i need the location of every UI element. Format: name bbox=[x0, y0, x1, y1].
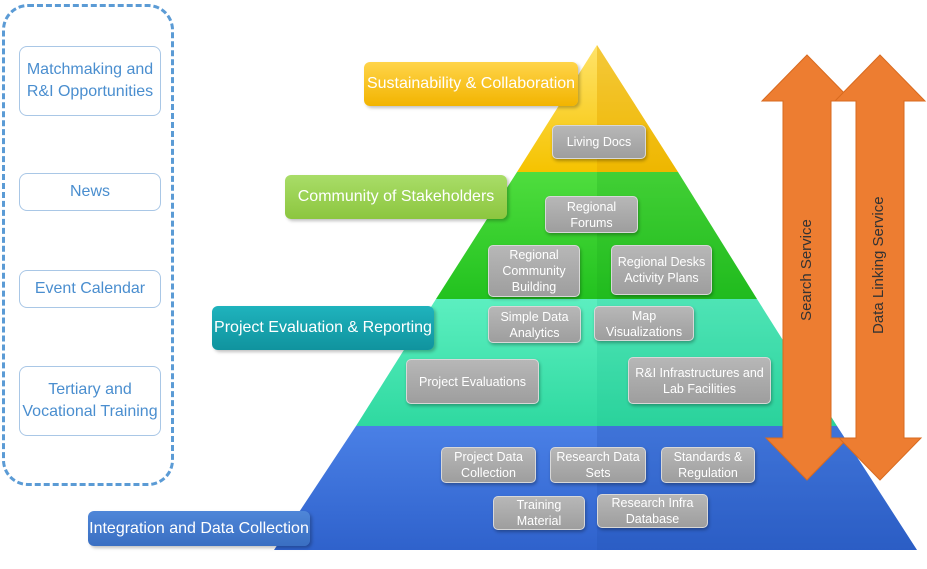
living-docs-box[interactable]: Living Docs bbox=[552, 125, 646, 159]
news-item[interactable]: News bbox=[19, 173, 161, 211]
community-label: Community of Stakeholders bbox=[285, 175, 507, 219]
training-item[interactable]: Tertiary and Vocational Training bbox=[19, 366, 161, 436]
tier-integration bbox=[274, 426, 917, 550]
matchmaking-item[interactable]: Matchmaking and R&I Opportunities bbox=[19, 46, 161, 116]
project-evaluations-box[interactable]: Project Evaluations bbox=[406, 359, 539, 404]
regional-desks-box[interactable]: Regional Desks Activity Plans bbox=[611, 245, 712, 295]
data-linking-service-arrow bbox=[833, 54, 927, 481]
regional-forums-box[interactable]: Regional Forums bbox=[545, 196, 638, 233]
map-visualizations-box[interactable]: Map Visualizations bbox=[594, 306, 694, 341]
ri-infrastructures-box[interactable]: R&I Infrastructures and Lab Facilities bbox=[628, 357, 771, 404]
integration-label: Integration and Data Collection bbox=[88, 511, 310, 546]
regional-community-building-box[interactable]: Regional Community Building bbox=[488, 245, 580, 297]
project-evaluation-label: Project Evaluation & Reporting bbox=[212, 306, 434, 350]
search-service-label: Search Service bbox=[798, 219, 815, 321]
data-linking-service-label: Data Linking Service bbox=[870, 196, 887, 334]
simple-data-analytics-box[interactable]: Simple Data Analytics bbox=[488, 306, 581, 343]
event-calendar-item[interactable]: Event Calendar bbox=[19, 270, 161, 308]
research-data-sets-box[interactable]: Research Data Sets bbox=[550, 447, 646, 483]
research-infra-database-box[interactable]: Research Infra Database bbox=[597, 494, 708, 528]
training-material-box[interactable]: Training Material bbox=[493, 496, 585, 530]
project-data-collection-box[interactable]: Project Data Collection bbox=[441, 447, 536, 483]
sustainability-label: Sustainability & Collaboration bbox=[364, 62, 578, 106]
standards-regulation-box[interactable]: Standards & Regulation bbox=[661, 447, 755, 483]
side-panel bbox=[2, 4, 174, 486]
